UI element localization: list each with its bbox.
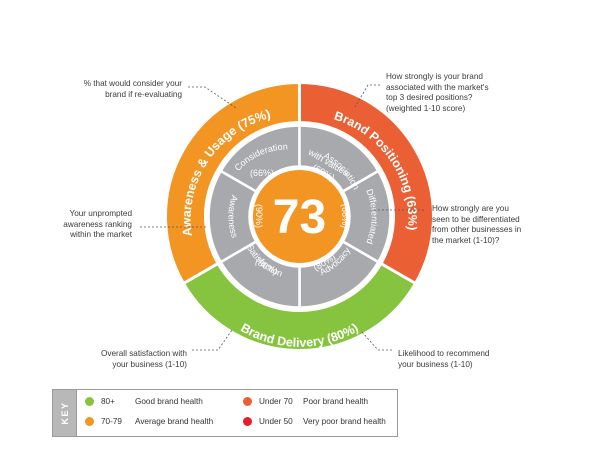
red-dot-icon [243, 417, 252, 426]
segment-pct-differentiated: (66%) [340, 204, 350, 228]
segment-pct-awareness: (90%) [254, 204, 264, 228]
leader-line-satisfaction [192, 329, 233, 351]
orange-dot-icon [85, 417, 94, 426]
segment-awareness [207, 169, 258, 264]
legend-key: KEY 80+ Good brand health 70-79 Average … [52, 389, 398, 437]
legend-item-poor: Under 70 Poor brand health [243, 397, 368, 406]
outer-segment-awareness-usage [164, 80, 301, 286]
annotation-awareness: Your unprompted awareness ranking within… [63, 209, 132, 239]
annotation-differentiated: How strongly are you seen to be differen… [432, 204, 522, 245]
legend-item-very-poor: Under 50 Very poor brand health [243, 417, 386, 426]
score-value: 73 [273, 191, 326, 244]
leader-line-consideration [188, 86, 237, 109]
annotation-satisfaction: Overall satisfaction with your business … [100, 349, 187, 369]
leader-line-advocacy [361, 331, 392, 351]
legend-item-average: 70-79 Average brand health [85, 417, 213, 426]
outer-segment-brand-positioning [298, 80, 435, 286]
score-circle [253, 170, 346, 263]
legend-title: KEY [53, 390, 77, 436]
annotation-advocacy: Likelihood to recommend your business (1… [398, 349, 490, 369]
red-orange-dot-icon [243, 397, 252, 406]
annotation-consideration: % that would consider your brand if re-e… [83, 79, 182, 99]
green-dot-icon [85, 397, 94, 406]
segment-pct-consideration: (66%) [250, 168, 274, 178]
annotation-association: How strongly is your brand associated wi… [386, 72, 489, 113]
segment-label-awareness: Awareness [226, 194, 240, 239]
legend-item-good: 80+ Good brand health [85, 397, 203, 406]
outer-segment-brand-delivery [181, 261, 418, 352]
leader-line-association [354, 84, 380, 108]
